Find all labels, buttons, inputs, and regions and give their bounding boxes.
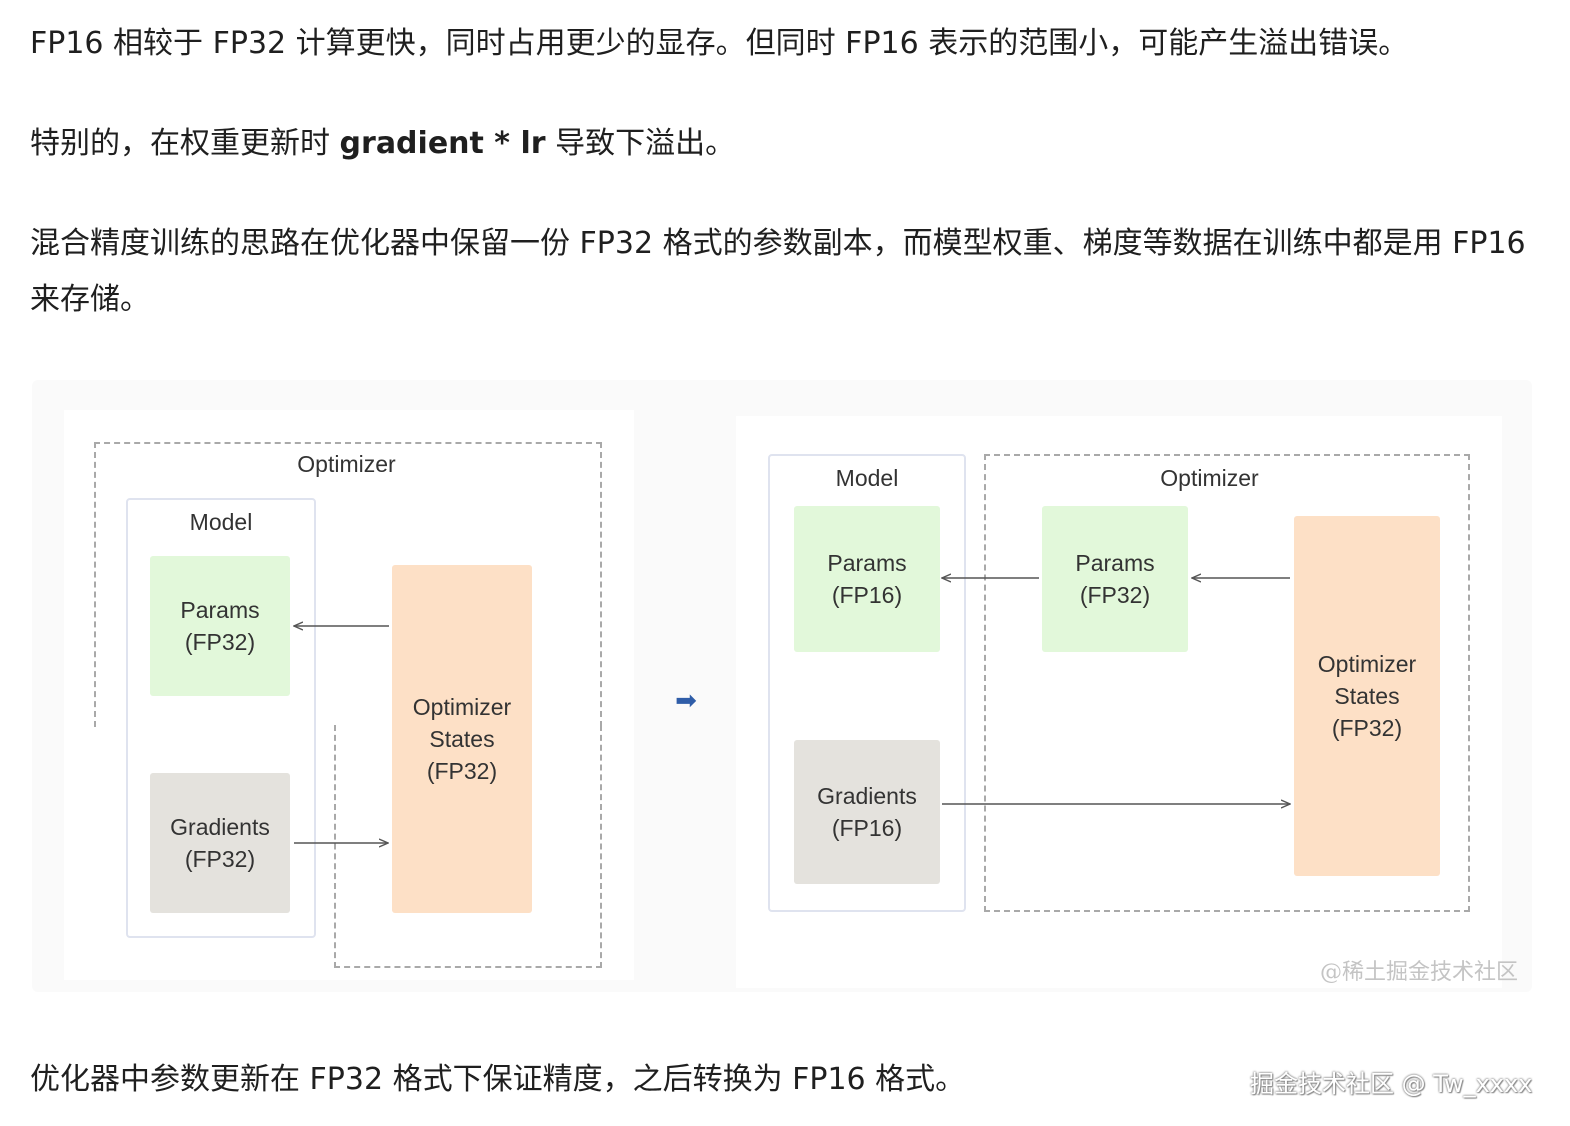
right-optimizer-boundary [984, 454, 1470, 912]
right-opt-params-name: Params [1075, 550, 1155, 576]
right-opt-params-precision: (FP32) [1079, 582, 1151, 608]
right-optimizer-label: Optimizer [1160, 465, 1259, 491]
figure-watermark: @稀土掘金技术社区 [1320, 960, 1519, 985]
left-optimizer-states-box: Optimizer States (FP32) [392, 565, 532, 913]
left-optimizer-boundary-bottom [334, 725, 602, 968]
right-states-line2: States [1334, 683, 1400, 709]
paragraph-fp16-intro: FP16 相较于 FP32 计算更快，同时占用更少的显存。但同时 FP16 表示… [30, 26, 1409, 61]
underflow-formula: gradient * lr [339, 126, 546, 161]
right-optimizer-params-box: Params (FP32) [1042, 506, 1188, 652]
transition-arrow-icon: ➡ [675, 685, 697, 715]
mixed-precision-figure: Optimizer Model Params (FP32) Gradients … [32, 380, 1532, 992]
left-model-box [126, 498, 316, 938]
left-params-name: Params [180, 597, 260, 623]
right-optimizer-states-box: Optimizer States (FP32) [1294, 516, 1440, 876]
left-model-label: Model [189, 509, 253, 535]
paragraph-conversion: 优化器中参数更新在 FP32 格式下保证精度，之后转换为 FP16 格式。 [30, 1062, 966, 1097]
right-model-label: Model [835, 465, 899, 491]
left-gradients-box: Gradients (FP32) [150, 773, 290, 913]
left-gradients-precision: (FP32) [184, 846, 256, 872]
left-params-precision: (FP32) [184, 629, 256, 655]
right-gradients-name: Gradients [817, 783, 917, 809]
right-gradients-precision: (FP16) [831, 815, 903, 841]
left-gradients-name: Gradients [170, 814, 270, 840]
right-model-box [768, 454, 966, 912]
left-params-box: Params (FP32) [150, 556, 290, 696]
left-states-line2: States [429, 726, 495, 752]
paragraph-mixed-precision: 混合精度训练的思路在优化器中保留一份 FP32 格式的参数副本，而模型权重、梯度… [30, 226, 1526, 317]
left-states-line1: Optimizer [412, 694, 512, 720]
right-model-params-box: Params (FP16) [794, 506, 940, 652]
right-model-params-name: Params [827, 550, 907, 576]
left-optimizer-boundary-top [94, 442, 602, 727]
right-model-params-precision: (FP16) [831, 582, 903, 608]
right-states-line1: Optimizer [1317, 651, 1417, 677]
diagram-arrows [32, 380, 1532, 992]
underflow-prefix: 特别的，在权重更新时 [30, 126, 340, 161]
page-watermark: 掘金技术社区 @ Tw_xxxx [1250, 1070, 1533, 1098]
paragraph-underflow: 特别的，在权重更新时 gradient * lr 导致下溢出。 [30, 116, 1540, 172]
left-optimizer-label: Optimizer [297, 451, 396, 477]
left-states-line3: (FP32) [426, 758, 498, 784]
underflow-suffix: 导致下溢出。 [545, 126, 736, 161]
right-gradients-box: Gradients (FP16) [794, 740, 940, 884]
right-states-line3: (FP32) [1331, 715, 1403, 741]
